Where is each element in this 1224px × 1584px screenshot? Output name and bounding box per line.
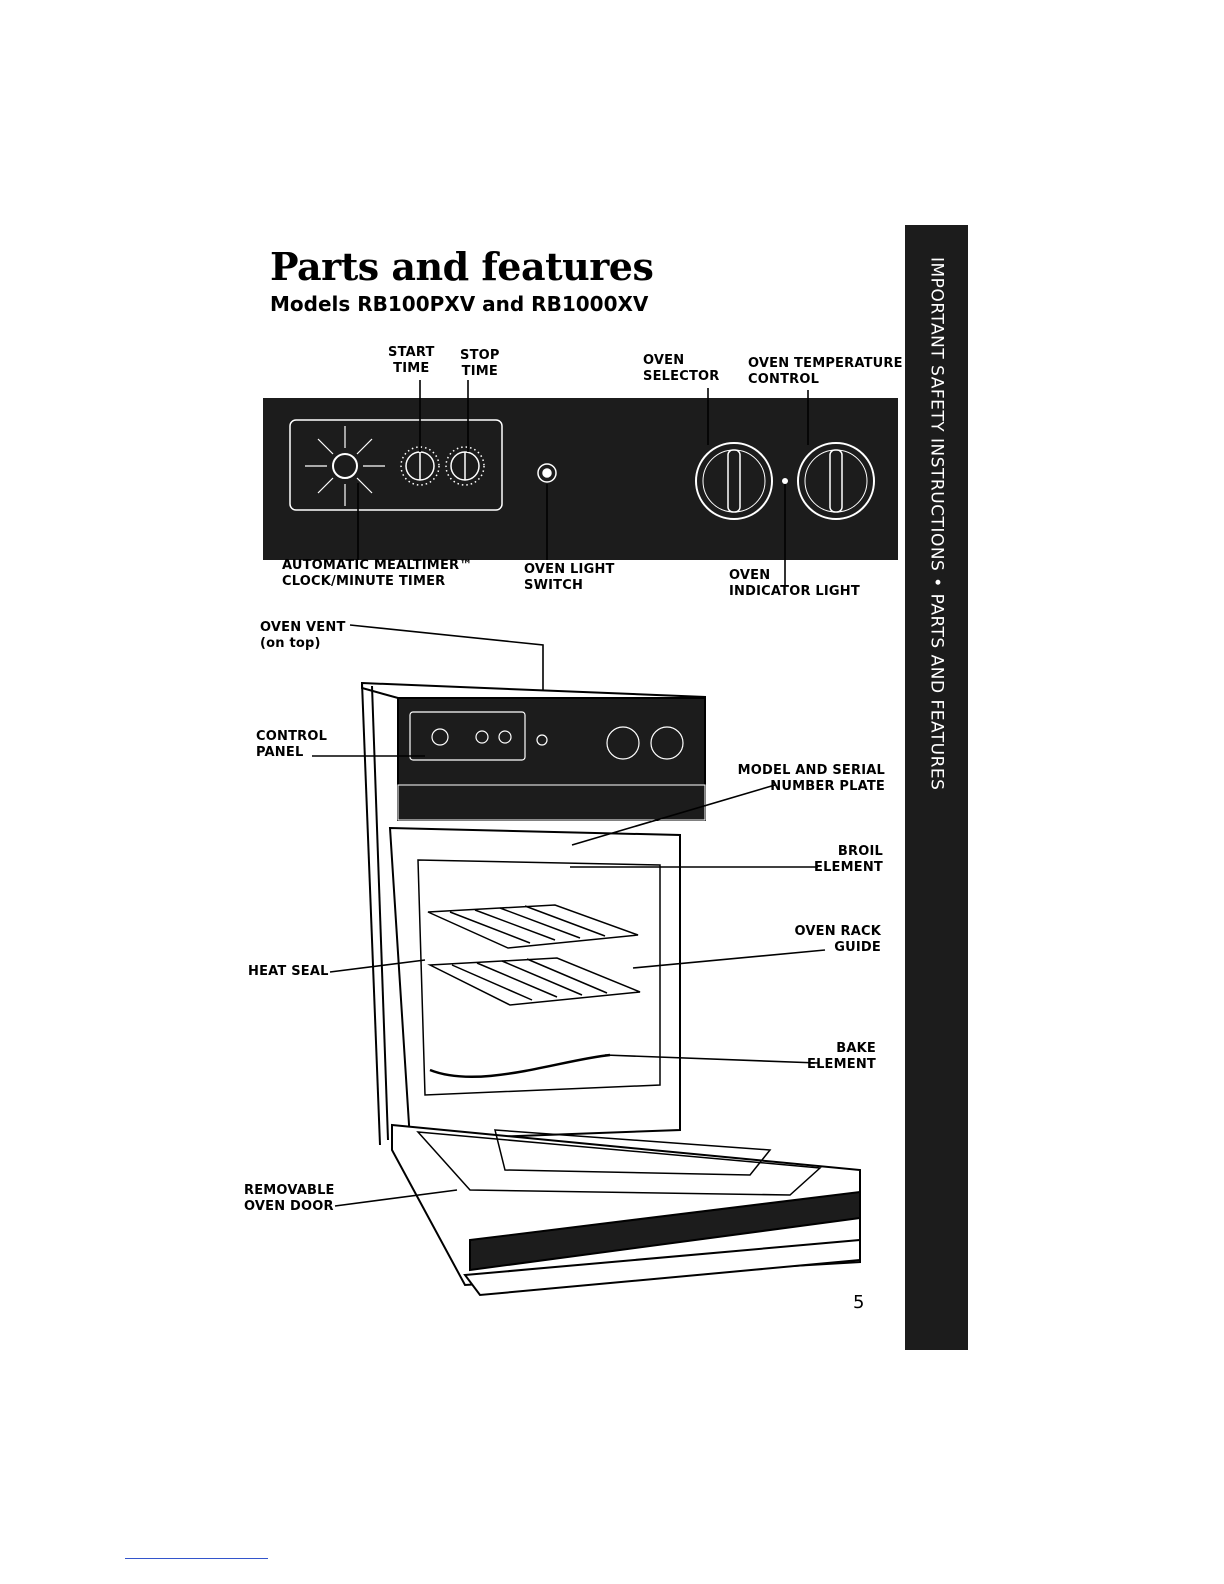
label-oven-vent: OVEN VENT (on top) [260,620,346,651]
clock-box [289,419,503,511]
label-oven-temperature-control: OVEN TEMPERATURE CONTROL [748,356,903,387]
label-heat-seal: HEAT SEAL [248,964,329,979]
label-control-panel: CONTROL PANEL [256,729,328,760]
stop-time-dial [445,446,485,486]
panel-leader-lines [357,380,809,585]
page-title: Parts and features [270,244,654,289]
sidebar-text: IMPORTANT SAFETY INSTRUCTIONS • PARTS AN… [926,257,947,791]
label-oven-rack-guide: OVEN RACK GUIDE [794,924,881,955]
oven-selector-knob [695,442,773,520]
clock-dial [305,426,385,506]
label-oven-indicator-light: OVEN INDICATOR LIGHT [729,568,860,599]
label-model-serial-plate: MODEL AND SERIAL NUMBER PLATE [737,763,885,794]
label-removable-oven-door: REMOVABLE OVEN DOOR [244,1183,335,1214]
oven-temperature-knob [797,442,875,520]
oven-mini-controls [409,711,684,761]
label-oven-light-switch: OVEN LIGHT SWITCH [524,562,615,593]
label-start-time: START TIME [388,345,435,376]
page-subtitle: Models RB100PXV and RB1000XV [270,292,649,316]
control-panel-strip [263,398,898,560]
oven-indicator-light-dot [782,478,788,484]
section-sidebar-tab: IMPORTANT SAFETY INSTRUCTIONS • PARTS AN… [905,225,968,1350]
page-number: 5 [853,1292,865,1313]
label-automatic-mealtimer: AUTOMATIC MEALTIMER™ CLOCK/MINUTE TIMER [282,558,473,589]
footer-rule [125,1558,268,1559]
label-bake-element: BAKE ELEMENT [806,1041,876,1072]
oven-light-switch-knob [537,463,557,483]
oven-leader-lines [312,624,826,1207]
oven-body [361,681,861,1297]
label-oven-selector: OVEN SELECTOR [643,353,720,384]
label-stop-time: STOP TIME [460,348,500,379]
label-broil-element: BROIL ELEMENT [813,844,883,875]
